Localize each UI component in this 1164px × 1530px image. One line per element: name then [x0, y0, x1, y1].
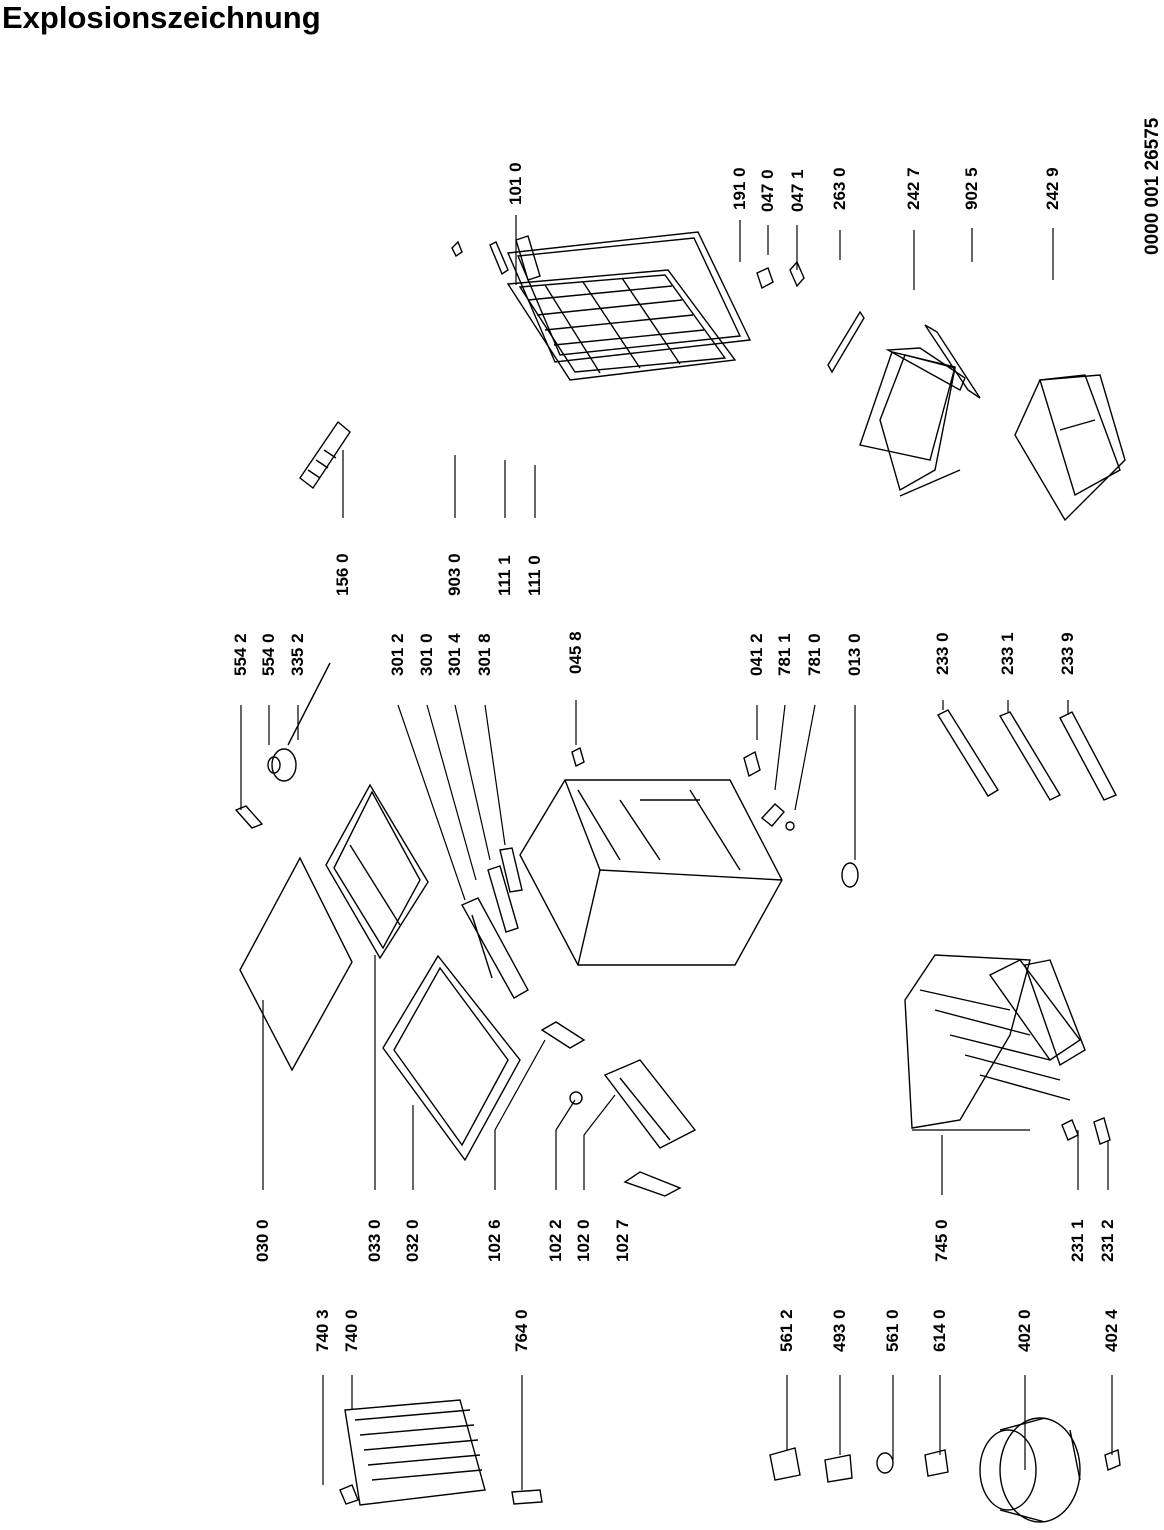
label-101-0: 101 0: [506, 162, 525, 205]
label-013-0: 013 0: [845, 633, 864, 676]
label-745-0: 745 0: [932, 1219, 951, 1262]
door-shelf-233-1-part: [1000, 712, 1060, 800]
glass-plate-part: [240, 858, 352, 1070]
label-231-1: 231 1: [1068, 1219, 1087, 1262]
label-614-0: 614 0: [930, 1309, 949, 1352]
compressor-part: [980, 1418, 1080, 1522]
label-335-2: 335 2: [288, 633, 307, 676]
label-561-2: 561 2: [777, 1309, 796, 1352]
label-233-9: 233 9: [1058, 632, 1077, 675]
label-561-0: 561 0: [883, 1309, 902, 1352]
freezer-door-part: [508, 270, 735, 380]
thermostat-parts: [236, 663, 330, 828]
label-402-0: 402 0: [1015, 1309, 1034, 1352]
label-402-4: 402 4: [1102, 1309, 1121, 1352]
label-047-1: 047 1: [788, 169, 807, 212]
label-041-2: 041 2: [747, 633, 766, 676]
drawer-242-7-part: [860, 325, 980, 496]
label-740-3: 740 3: [313, 1309, 332, 1352]
label-301-2: 301 2: [388, 633, 407, 676]
label-781-0: 781 0: [805, 633, 824, 676]
label-191-0: 191 0: [730, 167, 749, 210]
hinge-parts: [757, 262, 864, 372]
tray-033-part: [326, 785, 428, 958]
label-231-2: 231 2: [1098, 1219, 1117, 1262]
page-title: Explosionszeichnung: [2, 0, 321, 35]
label-045-8: 045 8: [566, 631, 585, 674]
label-102-2: 102 2: [546, 1219, 565, 1262]
label-263-0: 263 0: [830, 167, 849, 210]
label-301-8: 301 8: [475, 633, 494, 676]
label-781-1: 781 1: [775, 633, 794, 676]
ice-tray-part: [300, 422, 350, 488]
label-740-0: 740 0: [342, 1309, 361, 1352]
label-047-0: 047 0: [758, 169, 777, 212]
rack-745-part: [905, 955, 1085, 1128]
label-301-4: 301 4: [445, 633, 464, 676]
door-container-part: [605, 1060, 695, 1148]
document-number: 0000 001 26575: [1142, 117, 1163, 255]
label-102-7: 102 7: [613, 1219, 632, 1262]
label-111-1: 111 1: [495, 555, 514, 596]
label-102-6: 102 6: [485, 1219, 504, 1262]
label-111-0: 111 0: [525, 555, 544, 596]
electrical-parts: [770, 1448, 1120, 1482]
small-parts-231: [1062, 1118, 1110, 1144]
label-242-9: 242 9: [1043, 167, 1062, 210]
label-764-0: 764 0: [512, 1309, 531, 1352]
label-032-0: 032 0: [403, 1219, 422, 1262]
door-shelf-233-0-part: [938, 710, 998, 796]
cabinet-part: [520, 780, 782, 965]
drawer-242-9-part: [1015, 375, 1125, 520]
label-301-0: 301 0: [417, 633, 436, 676]
leader-lines: [241, 215, 1112, 1490]
condenser-coil-part: [340, 1400, 542, 1505]
label-902-5: 902 5: [962, 167, 981, 210]
door-gasket-part: [508, 232, 750, 362]
label-156-0: 156 0: [333, 553, 352, 596]
door-clips-part: [542, 1022, 680, 1196]
label-233-1: 233 1: [998, 632, 1017, 675]
label-903-0: 903 0: [445, 553, 464, 596]
label-242-7: 242 7: [904, 167, 923, 210]
shelf-032-part: [383, 956, 520, 1160]
door-rails-part: [462, 848, 528, 998]
label-554-0: 554 0: [259, 633, 278, 676]
label-030-0: 030 0: [253, 1219, 272, 1262]
label-033-0: 033 0: [365, 1219, 384, 1262]
label-233-0: 233 0: [933, 632, 952, 675]
cabinet-accessories: [572, 748, 858, 887]
label-554-2: 554 2: [231, 633, 250, 676]
label-102-0: 102 0: [574, 1219, 593, 1262]
small-clips-part: [452, 236, 540, 280]
label-493-0: 493 0: [830, 1309, 849, 1352]
door-shelf-233-9-part: [1060, 712, 1116, 800]
